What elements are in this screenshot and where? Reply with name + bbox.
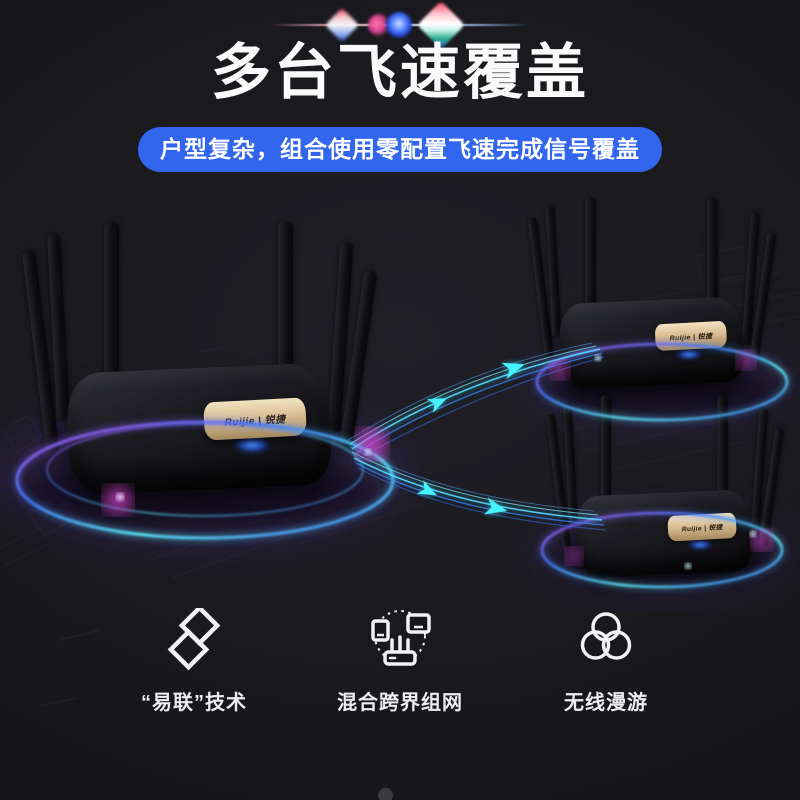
antenna [717, 395, 728, 501]
flow-arrow [426, 398, 447, 413]
antenna [585, 198, 596, 309]
wireless-roaming-icon [574, 604, 638, 676]
router-led-glow [688, 539, 713, 550]
brand-label: Ruijie | 锐捷 [669, 332, 713, 343]
page-scroll-dot [378, 788, 393, 800]
brand-plate: Ruijie | 锐捷 [667, 512, 737, 542]
feature-wireless-roaming: 无线漫游 [503, 604, 709, 715]
feature-label: 无线漫游 [564, 692, 648, 714]
antenna [104, 222, 119, 380]
flare-orb-blue [386, 12, 412, 38]
antenna [600, 395, 611, 501]
brand-label: Ruijie | 锐捷 [681, 523, 723, 534]
brand-label: Ruijie | 锐捷 [224, 413, 286, 429]
flow-arrow [416, 480, 437, 496]
subtitle-banner: 户型复杂，组合使用零配置飞速完成信号覆盖 [138, 127, 662, 172]
antenna [707, 198, 718, 309]
feature-row: “易联”技术 混合跨界组网 [0, 604, 800, 715]
brand-plate: Ruijie | 锐捷 [203, 397, 307, 441]
router-satellite-top: Ruijie | 锐捷 [527, 198, 777, 408]
router-satellite-bottom: Ruijie | 锐捷 [545, 395, 785, 596]
feature-hybrid-network: 混合跨界组网 [297, 604, 503, 715]
flare-orb-magenta [368, 14, 390, 36]
brand-plate: Ruijie | 锐捷 [654, 320, 728, 352]
router-main: Ruijie | 锐捷 [21, 222, 378, 522]
feature-label: 混合跨界组网 [337, 692, 463, 714]
router-led-glow [676, 349, 702, 359]
feature-label: “易联”技术 [141, 692, 247, 714]
router-led-glow [234, 438, 270, 452]
flow-arrows [416, 362, 525, 515]
easy-link-icon [162, 604, 226, 676]
antenna [278, 222, 293, 380]
page-title: 多台飞速覆盖 [211, 39, 589, 106]
flare-diamond-left [325, 8, 359, 42]
flow-arrow [484, 497, 508, 515]
flow-arrow [501, 362, 525, 380]
light-flare [0, 0, 800, 52]
feature-easy-link: “易联”技术 [91, 604, 297, 715]
hybrid-network-icon [366, 604, 434, 676]
